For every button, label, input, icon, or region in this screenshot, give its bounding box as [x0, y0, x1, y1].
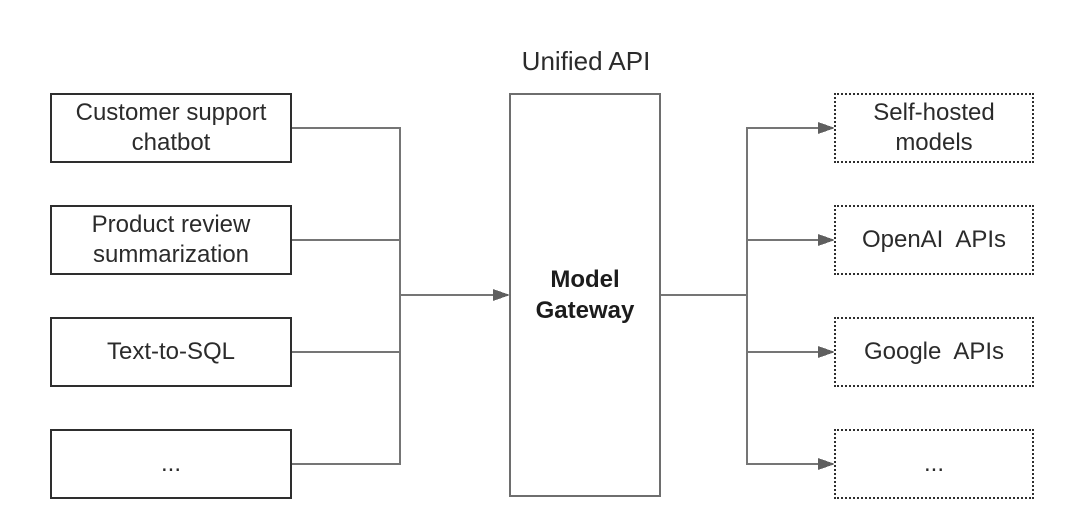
model-gateway-label: Model Gateway [535, 266, 635, 324]
provider-box-1: Self-hosted models [834, 93, 1034, 163]
provider-box-3: Google APIs [834, 317, 1034, 387]
use-case-box-2: Product review summarization [50, 205, 292, 275]
arrowhead-provider-3-icon [818, 346, 835, 358]
provider-label: Google APIs [863, 338, 1005, 365]
use-case-label: Product review summarization [91, 211, 251, 268]
use-case-box-3: Text-to-SQL [50, 317, 292, 387]
main-arrowhead-icon [493, 289, 510, 301]
arrowhead-provider-2-icon [818, 234, 835, 246]
provider-label: OpenAI APIs [861, 226, 1007, 253]
model-gateway-box: Model Gateway [509, 93, 661, 497]
unified-api-label: Unified API [521, 46, 651, 76]
use-case-label: ... [160, 450, 181, 477]
use-case-label: Customer support chatbot [75, 99, 267, 156]
provider-box-2: OpenAI APIs [834, 205, 1034, 275]
arrowhead-provider-4-icon [818, 458, 835, 470]
use-case-box-1: Customer support chatbot [50, 93, 292, 163]
use-case-label: Text-to-SQL [106, 338, 236, 365]
arrowhead-provider-1-icon [818, 122, 835, 134]
provider-label: ... [923, 450, 944, 477]
provider-label: Self-hosted models [873, 99, 995, 156]
use-case-box-4: ... [50, 429, 292, 499]
provider-box-4: ... [834, 429, 1034, 499]
